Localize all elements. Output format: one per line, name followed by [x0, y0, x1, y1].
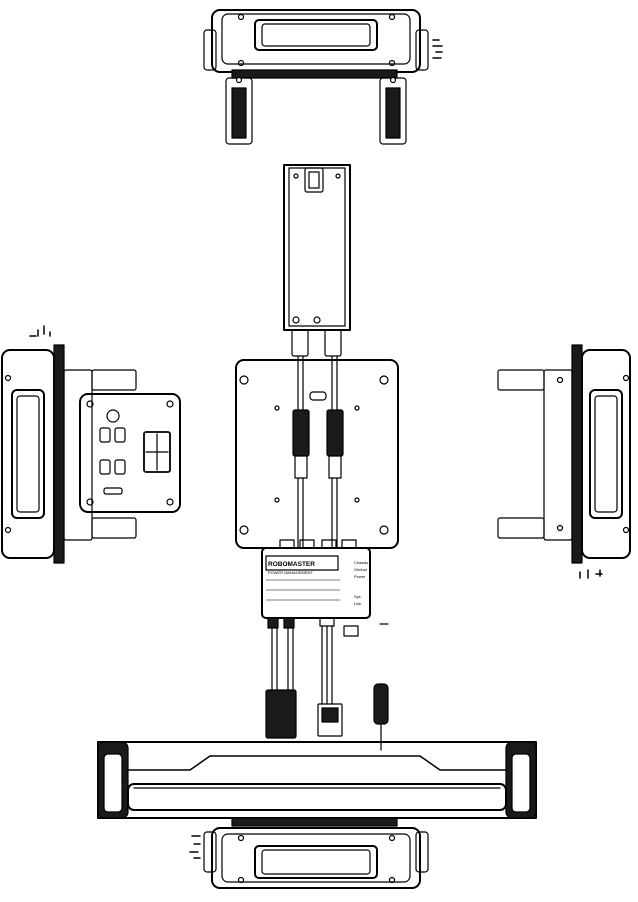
side-label: Gimbal: [354, 567, 367, 572]
left-side-module: [1, 344, 181, 564]
controller-box: ROBOMASTER POWER MANAGEMENT Chassis Gimb…: [261, 539, 389, 637]
right-side-module: [497, 344, 631, 564]
arrow-icon: [189, 835, 201, 859]
controller-cables: [265, 625, 389, 751]
battery-cables: [292, 355, 344, 549]
arrow-icon: [29, 325, 51, 337]
top-bumper-module: [203, 9, 429, 145]
side-label: Link: [354, 601, 361, 606]
bottom-bumper-module: [203, 817, 429, 889]
battery-pack: [283, 164, 351, 357]
controller-brand-label: ROBOMASTER: [268, 561, 315, 568]
side-label: Sys: [354, 594, 361, 599]
side-label: Chassis: [354, 560, 368, 565]
controller-side-labels: Chassis Gimbal Power Sys Link: [354, 560, 368, 606]
arrow-icon: [432, 39, 443, 59]
controller-sub-label: POWER MANAGEMENT: [268, 570, 313, 575]
arrow-icon: [579, 569, 603, 579]
front-bar: [97, 741, 537, 819]
side-label: Power: [354, 574, 366, 579]
mount-plate: [235, 359, 399, 549]
